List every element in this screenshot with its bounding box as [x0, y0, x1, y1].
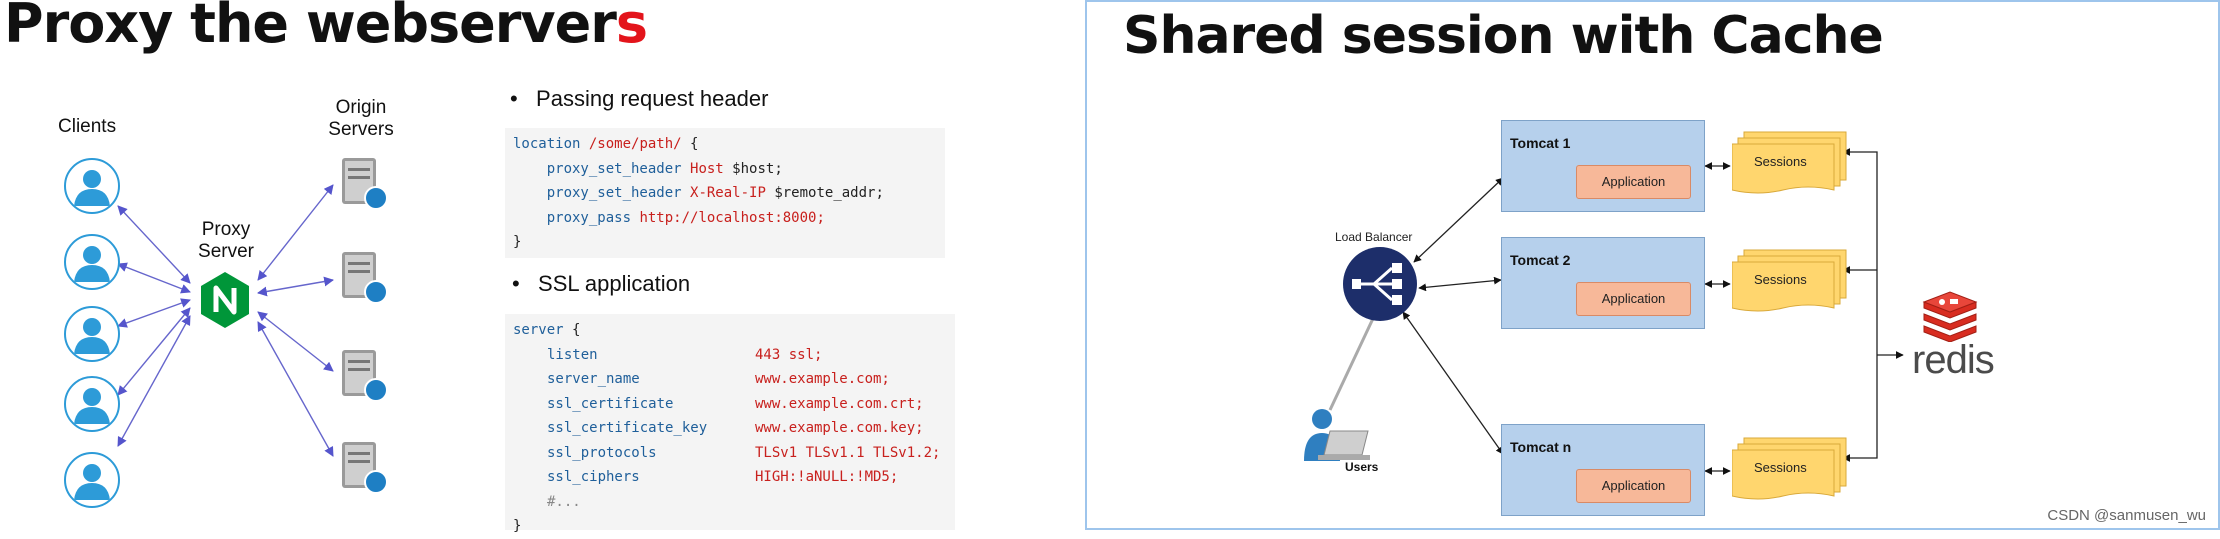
sessions-stack: Sessions [1732, 248, 1850, 314]
user-laptop-icon [1304, 409, 1370, 461]
watermark: CSDN @sanmusen_wu [2047, 507, 2206, 524]
load-balancer-icon [1343, 247, 1417, 321]
sessions-stack: Sessions [1732, 436, 1850, 502]
client-person-icon [64, 452, 120, 508]
redis-label: redis [1912, 338, 1995, 382]
redis-icon [1922, 291, 1978, 342]
nginx-icon [201, 272, 249, 328]
server-icon [342, 252, 388, 304]
application-box: Application [1576, 165, 1691, 199]
session-diagram-connectors [1328, 148, 1904, 475]
code-block-request-header: location /some/path/ { proxy_set_header … [505, 128, 945, 258]
clients-label: Clients [58, 116, 117, 137]
client-person-icon [64, 376, 120, 432]
users-label: Users [1345, 460, 1379, 474]
tomcat-node: Tomcat n Application [1501, 424, 1705, 516]
right-slide-title: Shared session with Cache [1123, 6, 1884, 66]
bullet-ssl-application: • SSL application [512, 271, 691, 296]
tomcat-node: Tomcat 2 Application [1501, 237, 1705, 329]
client-person-icon [64, 158, 120, 214]
client-person-icon [64, 306, 120, 362]
tomcat-name: Tomcat 2 [1510, 252, 1571, 268]
server-icon [342, 350, 388, 402]
application-box: Application [1576, 469, 1691, 503]
tomcat-node: Tomcat 1 Application [1501, 120, 1705, 212]
proxy-arrows [117, 184, 334, 457]
tomcat-name: Tomcat n [1510, 439, 1572, 455]
client-person-icon [64, 234, 120, 290]
server-icon [342, 442, 388, 494]
load-balancer-label: Load Balancer [1335, 230, 1413, 244]
sessions-stack: Sessions [1732, 130, 1850, 196]
server-icon [342, 158, 388, 210]
left-slide-title: Proxy the webservers [4, 0, 648, 55]
bullet-passing-header: • Passing request header [510, 86, 769, 111]
application-box: Application [1576, 282, 1691, 316]
tomcat-name: Tomcat 1 [1510, 135, 1571, 151]
title-accent-letter: s [615, 0, 648, 55]
